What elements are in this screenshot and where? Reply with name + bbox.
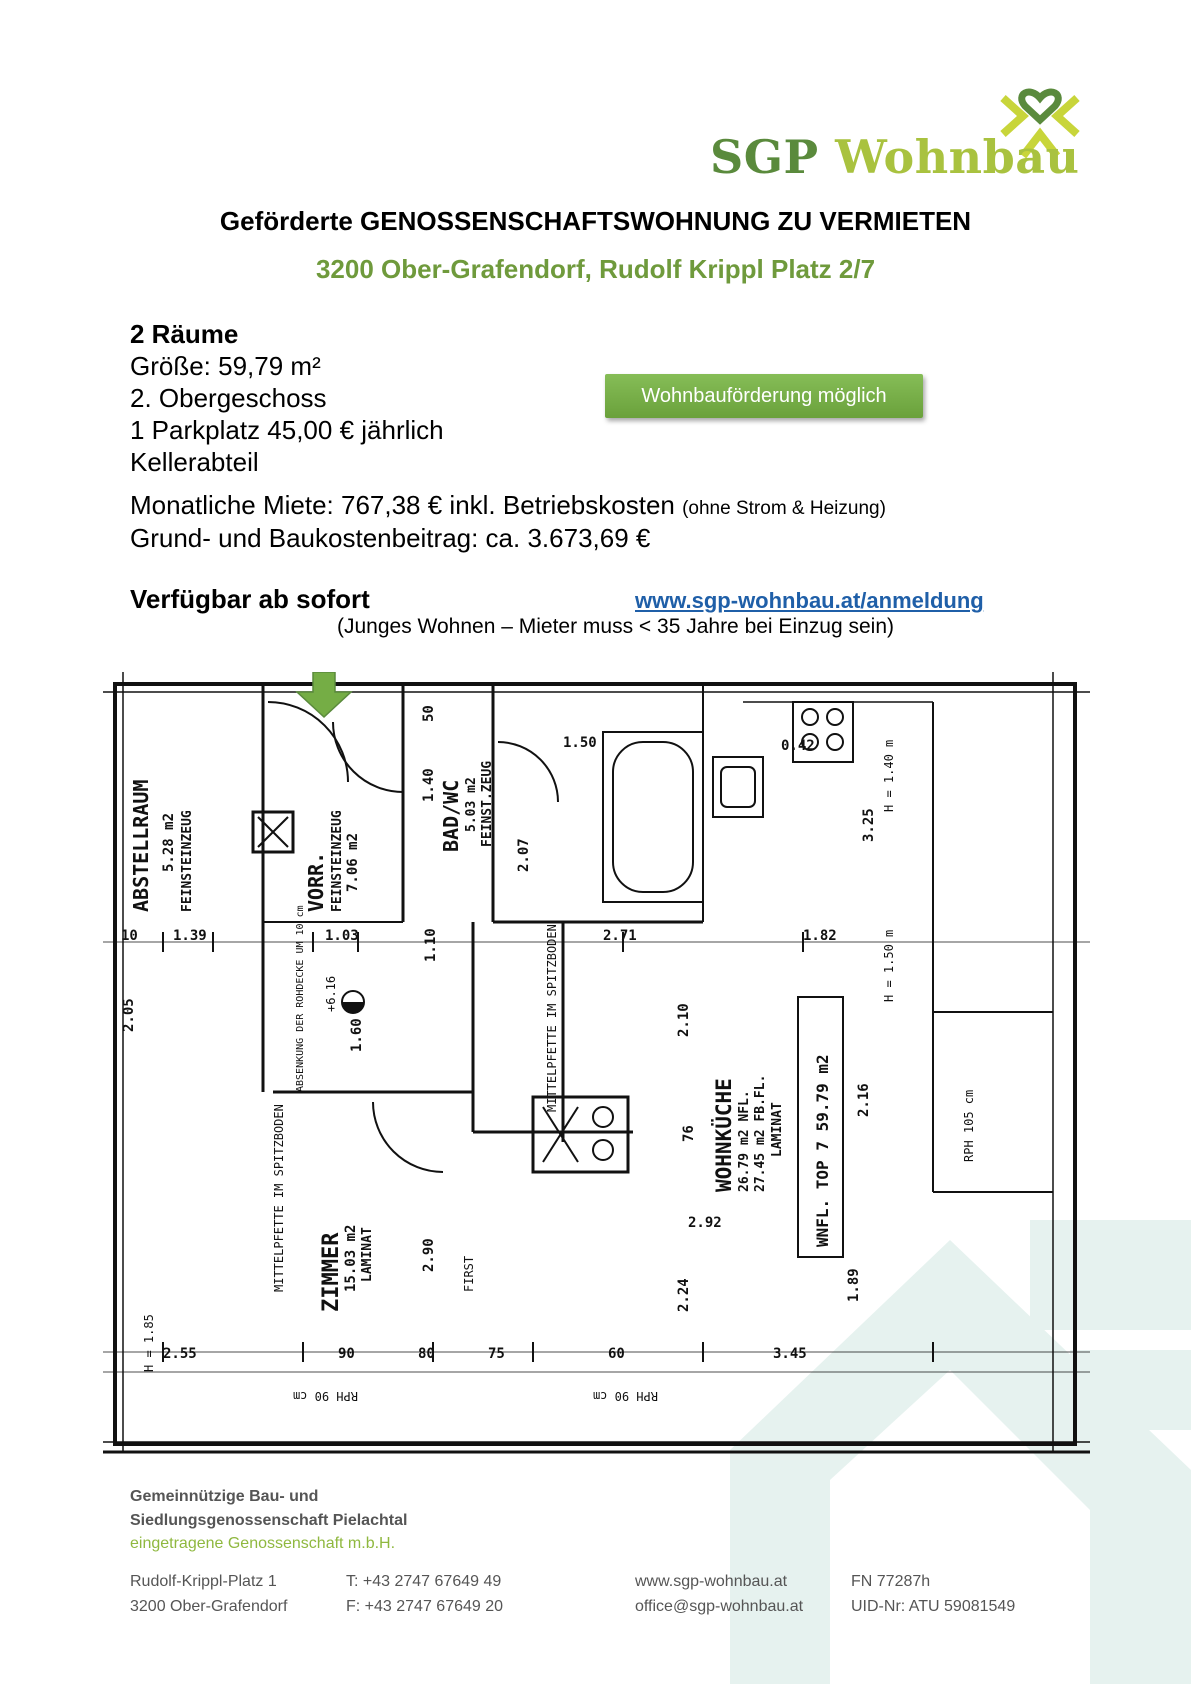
label-rph-2: RPH 90 cm bbox=[593, 1389, 658, 1403]
floor: 2. Obergeschoss bbox=[130, 383, 327, 413]
rent-note: (ohne Strom & Heizung) bbox=[682, 498, 886, 519]
brand-suffix: Wohnbau bbox=[835, 130, 1080, 184]
label-absenkung: ABSENKUNG DER ROHDECKE UM 10 cm bbox=[295, 905, 306, 1092]
young-living-note: (Junges Wohnen – Mieter muss < 35 Jahre … bbox=[337, 615, 894, 638]
dim-150: 1.50 bbox=[563, 735, 597, 751]
dim-140: 1.40 bbox=[421, 768, 437, 802]
label-height-1: H = 1.40 m bbox=[882, 740, 896, 812]
room-storage-name: ABSTELLRAUM bbox=[129, 780, 153, 912]
dim-189: 1.89 bbox=[846, 1268, 862, 1302]
room-kitchen-area1: 26.79 m2 NFL. bbox=[737, 1090, 752, 1192]
label-height-3: H = 1.85 bbox=[142, 1314, 156, 1372]
room-kitchen-name: WOHNKÜCHE bbox=[711, 1078, 736, 1192]
label-first: FIRST bbox=[462, 1256, 476, 1292]
availability: Verfügbar ab sofort bbox=[130, 584, 370, 614]
dim-80: 80 bbox=[418, 1346, 435, 1362]
brand-prefix: SGP bbox=[710, 130, 819, 184]
footer-org-line-1: Gemeinnützige Bau- und bbox=[130, 1488, 319, 1505]
label-level: +6.16 bbox=[324, 976, 338, 1012]
footer-phone: T: +43 2747 67649 49 bbox=[346, 1573, 502, 1590]
room-kitchen-area2: 27.45 m2 FB.FL. bbox=[753, 1075, 768, 1192]
dim-139: 1.39 bbox=[173, 928, 207, 944]
cellar: Kellerabteil bbox=[130, 447, 259, 477]
label-mittelpfette-2: MITTELPFETTE IM SPITZBODEN bbox=[545, 924, 559, 1112]
footer-email[interactable]: office@sgp-wohnbau.at bbox=[635, 1598, 804, 1615]
footer-uid: UID-Nr: ATU 59081549 bbox=[851, 1598, 1016, 1615]
logo-mark-icon bbox=[1000, 88, 1080, 158]
dim-345: 3.45 bbox=[773, 1346, 807, 1362]
dim-224: 2.24 bbox=[676, 1278, 692, 1312]
footer-org-line-2: Siedlungsgenossenschaft Pielachtal bbox=[130, 1512, 408, 1529]
room-kitchen-floor: LAMINAT bbox=[770, 1102, 785, 1157]
dim-255: 2.55 bbox=[163, 1346, 197, 1362]
room-storage-area: 5.28 m2 bbox=[161, 813, 177, 872]
monthly-rent: Monatliche Miete: 767,38 € inkl. Betrieb… bbox=[130, 490, 886, 521]
dim-160: 1.60 bbox=[349, 1018, 365, 1052]
dim-325: 3.25 bbox=[861, 808, 877, 842]
parking: 1 Parkplatz 45,00 € jährlich bbox=[130, 415, 444, 445]
dim-50: 50 bbox=[421, 705, 437, 722]
label-rph-1: RPH 90 cm bbox=[293, 1389, 358, 1403]
room-bedroom-floor: LAMINAT bbox=[360, 1227, 375, 1282]
room-bedroom-area: 15.03 m2 bbox=[343, 1225, 359, 1292]
brand-logo: SGP Wohnbau bbox=[710, 130, 1080, 184]
entry-arrow-icon bbox=[295, 672, 353, 719]
dim-110: 1.10 bbox=[423, 928, 439, 962]
dim-90: 90 bbox=[338, 1346, 355, 1362]
cost-contribution: Grund- und Baukostenbeitrag: ca. 3.673,6… bbox=[130, 523, 651, 553]
size: Größe: 59,79 m² bbox=[130, 351, 321, 381]
dim-205: 2.05 bbox=[121, 998, 137, 1032]
funding-badge[interactable]: Wohnbauförderung möglich bbox=[605, 374, 923, 418]
dim-60: 60 bbox=[608, 1346, 625, 1362]
registration-link[interactable]: www.sgp-wohnbau.at/anmeldung bbox=[635, 588, 984, 613]
room-bath-name: BAD/WC bbox=[439, 780, 463, 852]
address: 3200 Ober-Grafendorf, Rudolf Krippl Plat… bbox=[315, 254, 876, 284]
dim-042: 0.42 bbox=[781, 738, 815, 754]
footer-org-line-3: eingetragene Genossenschaft m.b.H. bbox=[130, 1535, 396, 1552]
dim-10: 10 bbox=[121, 928, 138, 944]
room-hall-area: 7.06 m2 bbox=[345, 833, 361, 892]
footer-fn: FN 77287h bbox=[851, 1573, 931, 1590]
dim-182: 1.82 bbox=[803, 928, 837, 944]
label-rph-3: RPH 105 cm bbox=[962, 1090, 976, 1162]
label-mittelpfette-1: MITTELPFETTE IM SPITZBODEN bbox=[272, 1104, 286, 1292]
dim-216: 2.16 bbox=[856, 1083, 872, 1117]
dim-207: 2.07 bbox=[516, 838, 532, 872]
dim-271: 2.71 bbox=[603, 928, 637, 944]
footer-city: 3200 Ober-Grafendorf bbox=[130, 1598, 288, 1615]
footer-fax: F: +43 2747 67649 20 bbox=[346, 1598, 504, 1615]
footer-web[interactable]: www.sgp-wohnbau.at bbox=[635, 1573, 788, 1590]
room-hall-name: VORR. bbox=[304, 852, 328, 912]
dim-292: 2.92 bbox=[688, 1215, 722, 1231]
label-height-2: H = 1.50 m bbox=[882, 930, 896, 1002]
room-bath-area: 5.03 m2 bbox=[464, 777, 479, 832]
floor-plan: ABSTELLRAUM 5.28 m2 FEINSTEINZEUG VORR. … bbox=[103, 672, 1090, 1454]
dim-210: 2.10 bbox=[676, 1003, 692, 1037]
rent-main: Monatliche Miete: 767,38 € inkl. Betrieb… bbox=[130, 490, 675, 520]
page-title: Geförderte GENOSSENSCHAFTSWOHNUNG ZU VER… bbox=[219, 206, 972, 236]
dim-290: 2.90 bbox=[421, 1238, 437, 1272]
room-hall-floor: FEINSTEINZEUG bbox=[330, 810, 345, 912]
house-watermark bbox=[730, 1220, 1191, 1684]
rooms: 2 Räume bbox=[130, 319, 239, 349]
dim-75: 75 bbox=[488, 1346, 505, 1362]
room-storage-floor: FEINSTEINZEUG bbox=[180, 810, 195, 912]
total-area-label: WNFL. TOP 7 59.79 m2 bbox=[813, 1054, 832, 1247]
dim-76: 76 bbox=[681, 1125, 697, 1142]
room-bath-floor: FEINST.ZEUG bbox=[480, 761, 495, 847]
room-bedroom-name: ZIMMER bbox=[319, 1232, 344, 1312]
dim-103: 1.03 bbox=[325, 928, 359, 944]
footer-street: Rudolf-Krippl-Platz 1 bbox=[130, 1573, 277, 1590]
